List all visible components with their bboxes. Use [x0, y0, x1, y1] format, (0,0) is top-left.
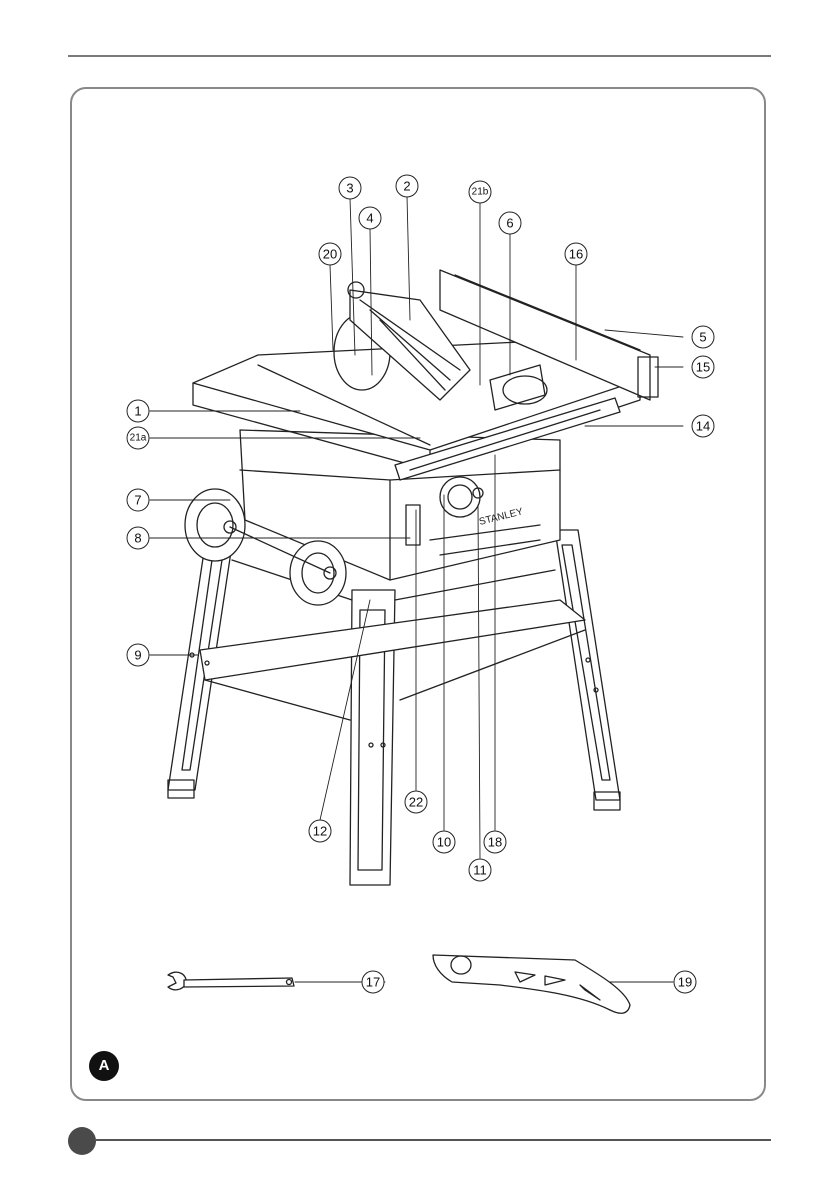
callout-label-11: 11: [473, 863, 487, 878]
callout-label-14: 14: [696, 419, 710, 434]
callout-label-2: 2: [403, 179, 410, 194]
callout-label-6: 6: [506, 216, 513, 231]
callout-label-20: 20: [323, 247, 337, 262]
figure-label-badge: A: [89, 1051, 119, 1081]
callout-label-7: 7: [134, 493, 141, 508]
callout-label-1: 1: [134, 404, 141, 419]
callout-label-18: 18: [488, 835, 502, 850]
callout-label-21b: 21b: [472, 187, 489, 198]
callout-label-9: 9: [134, 648, 141, 663]
callout-label-5: 5: [699, 330, 706, 345]
callout-label-8: 8: [134, 531, 141, 546]
callout-label-10: 10: [437, 835, 451, 850]
callout-label-21a: 21a: [130, 433, 147, 444]
callout-label-19: 19: [678, 975, 692, 990]
callout-label-16: 16: [569, 247, 583, 262]
saw-stand: [168, 530, 620, 885]
callout-label-3: 3: [346, 181, 353, 196]
callout-label-15: 15: [696, 360, 710, 375]
saw-cabinet: STANLEY: [240, 430, 560, 580]
callout-label-12: 12: [313, 824, 327, 839]
footer-rule: [96, 1139, 771, 1141]
page-marker: [68, 1127, 96, 1155]
callout-label-17: 17: [366, 975, 380, 990]
push-stick: [433, 955, 630, 1013]
callout-label-4: 4: [366, 211, 373, 226]
callout-label-22: 22: [409, 795, 423, 810]
wrench: [168, 972, 294, 990]
